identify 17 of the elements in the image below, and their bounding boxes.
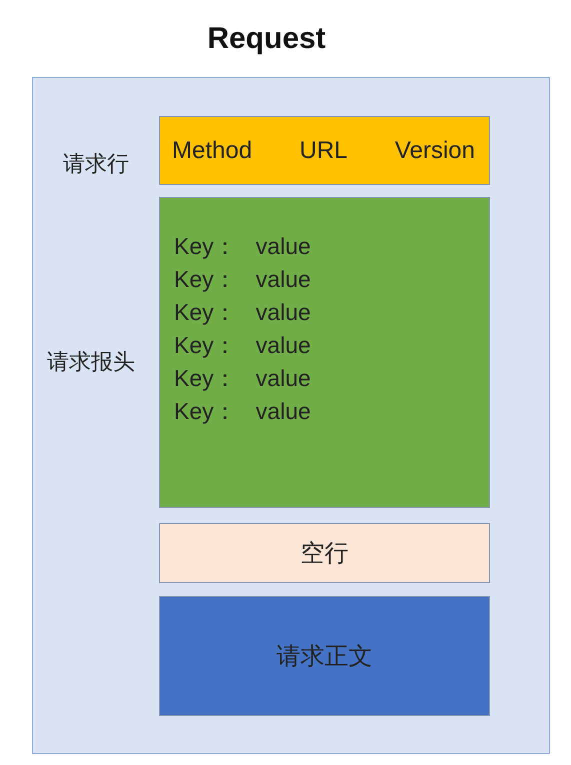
header-line: Key： value <box>174 364 311 393</box>
field-label: URL <box>299 136 348 164</box>
header-box <box>159 197 490 508</box>
header-line: Key： value <box>174 331 311 360</box>
header-line: Key： value <box>174 397 311 426</box>
row-label: 请求报头 <box>47 349 135 375</box>
header-line: Key： value <box>174 265 311 294</box>
diagram-title: Request <box>206 22 327 56</box>
header-line: Key： value <box>174 298 311 327</box>
body-box <box>159 596 490 716</box>
header-line: Key： value <box>174 232 311 261</box>
box-label: 请求正文 <box>276 642 372 672</box>
field-label: Method <box>172 136 252 164</box>
row-label: 请求行 <box>63 151 129 177</box>
field-label: Version <box>394 136 475 164</box>
frame-box <box>32 77 550 754</box>
box-label: 空行 <box>300 539 348 569</box>
